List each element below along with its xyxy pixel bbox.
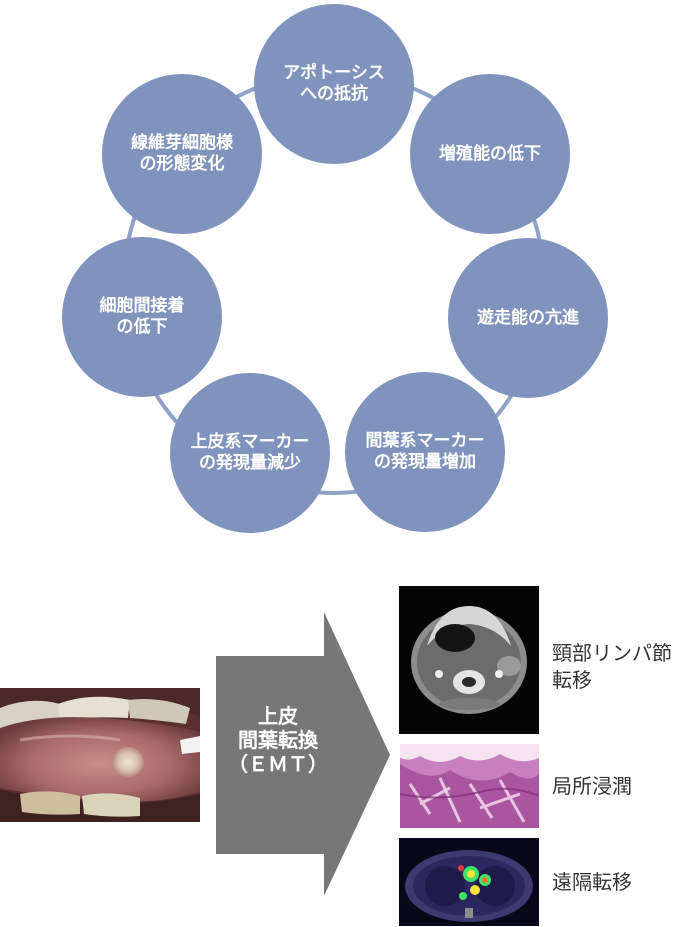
- node-proliferation-decrease: 増殖能の低下: [410, 74, 570, 234]
- node-line: への抵抗: [299, 84, 368, 104]
- node-line: 上皮系マーカー: [190, 432, 310, 452]
- pet-ct-image: [399, 838, 539, 926]
- outcome-line: 転移: [552, 668, 592, 692]
- histology-image: [400, 744, 539, 828]
- emt-arrow-shape: [216, 612, 390, 896]
- node-line: 遊走能の亢進: [477, 307, 579, 328]
- emt-label-line: 間葉転換: [238, 728, 318, 752]
- outcome-line: 局所浸潤: [552, 774, 632, 798]
- emt-label: 上皮 間葉転換 （ＥＭＴ）: [216, 704, 340, 776]
- emt-label-line: （ＥＭＴ）: [228, 752, 328, 776]
- node-line: 細胞間接着: [99, 296, 185, 316]
- outcome-lymph-node-metastasis: 頸部リンパ節 転移: [552, 640, 672, 694]
- ct-scan-image: [399, 586, 539, 734]
- node-cell-adhesion-decrease: 細胞間接着の低下: [62, 237, 222, 397]
- emt-label-line: 上皮: [258, 704, 298, 728]
- node-line: アポトーシス: [283, 63, 385, 83]
- outcome-distant-metastasis: 遠隔転移: [552, 869, 632, 896]
- node-line: の発現量増加: [374, 452, 476, 472]
- outcome-line: 頸部リンパ節: [552, 641, 672, 665]
- node-apoptosis-resistance: アポトーシスへの抵抗: [254, 4, 414, 164]
- node-line: の形態変化: [139, 154, 225, 174]
- node-line: の低下: [116, 317, 168, 337]
- node-epithelial-marker-decrease: 上皮系マーカーの発現量減少: [170, 373, 330, 533]
- node-fibroblast-morphology: 線維芽細胞様の形態変化: [102, 74, 262, 234]
- node-line: の発現量減少: [199, 453, 301, 473]
- outcome-line: 遠隔転移: [552, 870, 632, 894]
- node-line: 増殖能の低下: [439, 143, 541, 164]
- outcome-local-invasion: 局所浸潤: [552, 773, 632, 800]
- tongue-lesion-photo: [0, 688, 200, 822]
- node-mesenchymal-marker-increase: 間葉系マーカーの発現量増加: [345, 372, 505, 532]
- emt-arrow: [216, 612, 390, 896]
- node-migration-increase: 遊走能の亢進: [448, 238, 608, 398]
- node-line: 間葉系マーカー: [365, 431, 485, 451]
- node-line: 線維芽細胞様: [131, 133, 233, 153]
